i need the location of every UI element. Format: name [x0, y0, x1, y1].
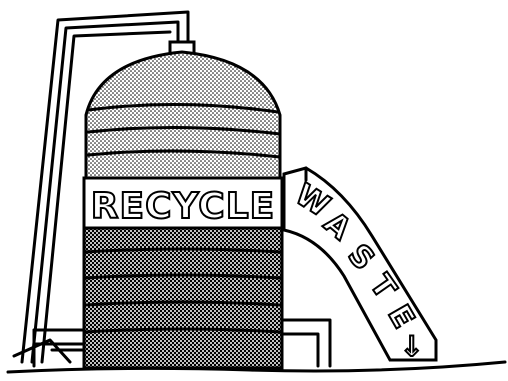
recycle-band: RECYCLE [84, 178, 282, 228]
recycle-letter: E [250, 186, 276, 227]
recycle-letter: Y [171, 186, 199, 227]
recycle-letter: E [119, 186, 145, 227]
tank-dome [86, 52, 280, 178]
recycle-letter: R [91, 186, 120, 227]
waste-arrow-icon: ↓ [400, 330, 423, 363]
tank-body [84, 228, 282, 368]
recycle-letter: L [226, 186, 250, 227]
recycle-letter: C [145, 186, 172, 227]
svg-text:RECYCLE: RECYCLE [91, 186, 276, 227]
recycle-letter: C [198, 186, 225, 227]
